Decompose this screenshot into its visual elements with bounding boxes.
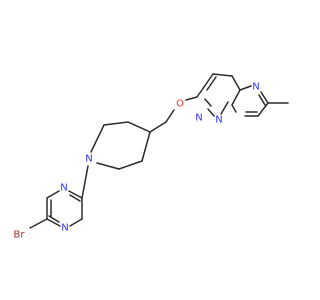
bond xyxy=(29,218,48,229)
bond xyxy=(185,96,198,101)
bond xyxy=(96,162,120,170)
bond xyxy=(207,108,215,117)
bond xyxy=(165,109,175,123)
bond xyxy=(103,121,129,126)
atom-n-imidazole: N xyxy=(252,82,259,93)
bond xyxy=(81,165,89,199)
bond xyxy=(231,89,241,106)
bond xyxy=(212,73,233,77)
bond xyxy=(118,160,143,170)
bond xyxy=(141,131,151,162)
atom-n-pyrimidine-top: N xyxy=(60,183,67,194)
bond xyxy=(258,94,266,106)
bond xyxy=(231,75,241,91)
molecule-structure: Br N N N O N N N xyxy=(14,73,289,241)
bond xyxy=(260,91,269,104)
atom-n-pyridazine: N xyxy=(195,113,202,124)
bond xyxy=(196,86,205,98)
bonds xyxy=(29,73,289,229)
atom-n-bridgehead: N xyxy=(215,115,222,126)
bond xyxy=(127,121,151,133)
atom-n-piperidine: N xyxy=(85,154,92,165)
bond xyxy=(204,98,212,107)
bond xyxy=(257,102,269,117)
bond xyxy=(220,101,229,115)
bond xyxy=(149,121,167,133)
bond xyxy=(46,218,61,227)
bond xyxy=(48,215,60,223)
atom-labels: Br N N N O N N N xyxy=(14,82,260,241)
bond xyxy=(239,85,252,91)
bond xyxy=(69,218,83,227)
bond xyxy=(69,194,81,202)
bond xyxy=(90,124,105,153)
atom-br: Br xyxy=(14,230,26,241)
bond xyxy=(206,76,217,91)
bond xyxy=(46,190,60,199)
bond xyxy=(203,73,214,88)
bond xyxy=(231,104,237,113)
bond xyxy=(68,190,83,199)
atom-n-pyrimidine-bottom: N xyxy=(61,223,68,234)
atom-o-ether: O xyxy=(176,99,184,110)
